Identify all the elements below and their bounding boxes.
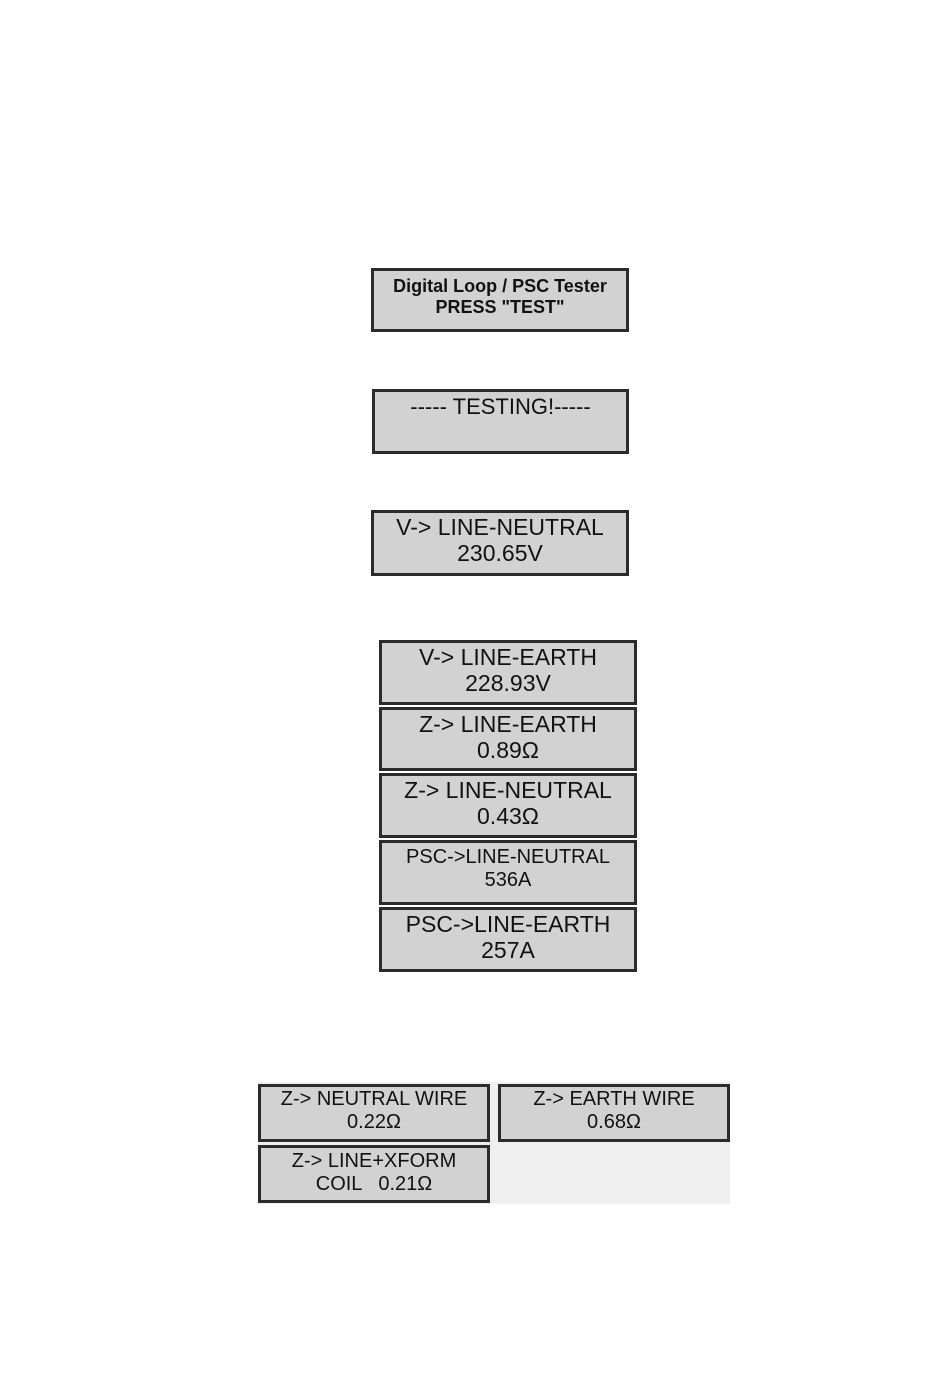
lcd-z-neutral-wire: Z-> NEUTRAL WIRE 0.22Ω	[258, 1084, 490, 1142]
lcd-value: 0.89Ω	[477, 737, 539, 763]
lcd-value: 536A	[485, 869, 532, 892]
lcd-label: V-> LINE-NEUTRAL	[396, 514, 604, 540]
lcd-value: 0.68Ω	[587, 1111, 641, 1134]
lcd-value: COIL 0.21Ω	[316, 1173, 432, 1196]
lcd-prompt: PRESS "TEST"	[435, 297, 564, 318]
lcd-v-line-neutral: V-> LINE-NEUTRAL 230.65V	[371, 510, 629, 576]
lcd-title: Digital Loop / PSC Tester	[393, 276, 607, 297]
lcd-label: Z-> NEUTRAL WIRE	[281, 1088, 468, 1111]
lcd-v-line-earth: V-> LINE-EARTH 228.93V	[379, 640, 637, 705]
lcd-testing-label: ----- TESTING!-----	[410, 394, 590, 419]
lcd-testing-screen: ----- TESTING!-----	[372, 389, 629, 454]
lcd-value: 0.43Ω	[477, 803, 539, 829]
lcd-label: Z-> LINE-NEUTRAL	[404, 777, 612, 803]
lcd-psc-line-neutral: PSC->LINE-NEUTRAL 536A	[379, 840, 637, 905]
lcd-label: Z-> LINE+XFORM	[292, 1150, 456, 1173]
lcd-value: 257A	[481, 937, 535, 963]
lcd-value: 230.65V	[457, 540, 543, 566]
lcd-label: PSC->LINE-NEUTRAL	[406, 846, 610, 869]
lcd-start-screen: Digital Loop / PSC Tester PRESS "TEST"	[371, 268, 629, 332]
lcd-label: Z-> LINE-EARTH	[419, 711, 597, 737]
lcd-psc-line-earth: PSC->LINE-EARTH 257A	[379, 907, 637, 972]
lcd-label: Z-> EARTH WIRE	[533, 1088, 694, 1111]
lcd-value: 228.93V	[465, 670, 551, 696]
lcd-z-line-earth: Z-> LINE-EARTH 0.89Ω	[379, 707, 637, 771]
lcd-z-earth-wire: Z-> EARTH WIRE 0.68Ω	[498, 1084, 730, 1142]
lcd-z-line-xform-coil: Z-> LINE+XFORM COIL 0.21Ω	[258, 1145, 490, 1203]
lcd-value: 0.22Ω	[347, 1111, 401, 1134]
lcd-label: PSC->LINE-EARTH	[406, 911, 611, 937]
lcd-z-line-neutral: Z-> LINE-NEUTRAL 0.43Ω	[379, 773, 637, 838]
lcd-label: V-> LINE-EARTH	[419, 644, 597, 670]
